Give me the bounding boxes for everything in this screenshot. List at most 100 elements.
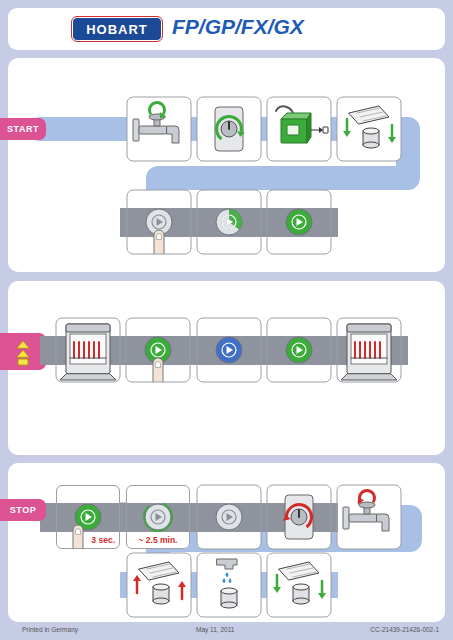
filter-tray	[139, 562, 179, 580]
drain-timer-icon	[143, 503, 173, 532]
button-ring	[151, 343, 165, 357]
logo-box: HOBART	[72, 17, 162, 41]
strainer-top	[221, 588, 237, 594]
tile-ground	[337, 97, 401, 161]
arrow-line	[346, 119, 349, 132]
knob-symbol	[221, 121, 237, 137]
control-panel	[66, 324, 110, 332]
strainer-bottom	[363, 142, 379, 148]
ready-icon	[286, 209, 312, 235]
tile-border	[197, 190, 261, 254]
button-ring	[151, 510, 165, 524]
load-icon	[60, 324, 116, 380]
nail-symbol	[76, 529, 81, 535]
tile-border	[197, 553, 261, 617]
plate-symbol	[78, 342, 80, 358]
plate-symbol	[73, 342, 75, 358]
tile-border	[127, 97, 191, 161]
tile-border	[267, 553, 331, 617]
wash-tab	[0, 333, 8, 370]
finger-symbol	[73, 525, 83, 549]
arrow-head	[343, 131, 351, 137]
rack-symbol	[351, 358, 387, 359]
button-ring	[152, 215, 166, 229]
box-top	[281, 113, 311, 119]
open-door	[341, 374, 397, 380]
tile-ground	[337, 485, 401, 549]
play-symbol	[156, 346, 163, 354]
strainer-bottom	[153, 598, 169, 604]
play-symbol	[227, 513, 234, 521]
dishwasher-body	[66, 324, 110, 374]
fill-progress-icon	[216, 209, 242, 235]
arrow-head	[237, 131, 245, 137]
button-symbol	[216, 504, 242, 530]
play-symbol	[227, 346, 234, 354]
tile-ground	[267, 553, 331, 617]
tile-ground	[56, 318, 120, 382]
detergent-icon	[276, 106, 328, 143]
button-press-icon	[146, 209, 172, 254]
tap-close-icon	[343, 489, 389, 531]
play-symbol	[156, 513, 163, 521]
turn-arrow	[215, 115, 243, 140]
plate-symbol	[83, 342, 85, 358]
nail-symbol	[156, 362, 161, 368]
button-symbol	[286, 337, 312, 363]
tile-border	[197, 97, 261, 161]
node-text: ~ 2.5 min.	[139, 535, 178, 545]
filter-insert-icon	[343, 106, 396, 148]
off-icon	[216, 504, 242, 530]
tap-pipe	[349, 514, 377, 522]
tile-border	[337, 318, 401, 382]
knob-symbol	[291, 509, 307, 525]
arrow-line	[136, 580, 139, 593]
footer-note: May 11, 2011	[196, 626, 234, 633]
node-text: 3 sec.	[91, 535, 115, 545]
arrow-head	[273, 587, 281, 593]
plate-symbol	[93, 342, 95, 358]
tile-ground	[127, 553, 191, 617]
control-panel	[347, 324, 391, 332]
tile-border	[127, 553, 191, 617]
stop-panel	[8, 463, 445, 622]
open-door	[60, 374, 116, 380]
tile-border	[337, 97, 401, 161]
header-panel	[8, 8, 445, 50]
knob-pointer	[298, 510, 300, 517]
dish-symbol	[18, 359, 28, 365]
arrow-head	[388, 137, 396, 143]
tile-border	[267, 485, 331, 549]
plate-symbol	[379, 342, 381, 358]
wash-chamber	[351, 334, 387, 364]
node-text: STOP	[10, 505, 36, 515]
button-symbol	[145, 504, 171, 530]
plate-symbol	[364, 342, 366, 358]
valve-open-icon	[215, 107, 245, 151]
tile-border	[267, 97, 331, 161]
filter-mesh	[357, 108, 386, 121]
control-band	[120, 208, 338, 237]
play-symbol	[227, 218, 234, 226]
button-ring	[222, 343, 236, 357]
footer-note: Printed in Germany	[22, 626, 78, 633]
box-side	[307, 113, 311, 143]
plate-symbol	[354, 342, 356, 358]
tile-border	[56, 318, 120, 382]
knob-plate	[285, 495, 313, 539]
play-symbol	[86, 513, 93, 521]
tap-spout	[167, 126, 179, 143]
tile-border	[127, 190, 191, 254]
tap-spout	[217, 559, 237, 569]
tile-border	[197, 485, 261, 549]
arrow-head	[318, 593, 326, 599]
play-symbol	[297, 218, 304, 226]
arrow-line	[276, 575, 279, 588]
knob-plate	[215, 107, 243, 151]
turn-arrow	[148, 101, 166, 115]
play-symbol	[157, 218, 164, 226]
plate-symbol	[98, 342, 100, 358]
play-symbol	[297, 346, 304, 354]
arrow-head	[283, 515, 291, 521]
